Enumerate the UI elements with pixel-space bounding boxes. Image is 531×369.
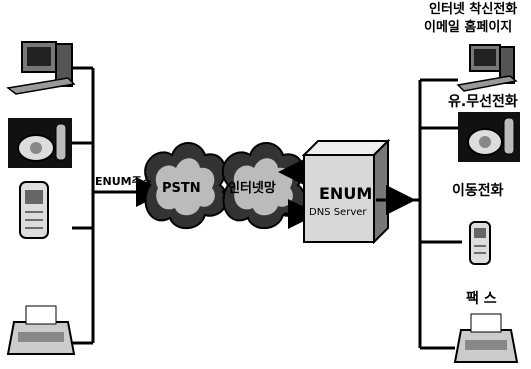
- wired-wireless-phone-label: 유.무선전화: [448, 95, 518, 109]
- fax-machine-icon: [455, 314, 517, 362]
- fax-machine-icon: [8, 306, 74, 354]
- computer-icon: [8, 42, 74, 94]
- internet-network-label: 인터넷망: [228, 182, 276, 195]
- enum-server-title: ENUM: [319, 186, 372, 202]
- enum-address-label: ENUM주소: [95, 176, 152, 187]
- right-network-bus: [420, 80, 462, 348]
- services-label-line2: 이메일 홈페이지: [424, 21, 512, 34]
- computer-icon: [458, 45, 516, 91]
- pstn-label: PSTN: [162, 182, 201, 195]
- desk-phone-icon: [8, 118, 72, 168]
- desk-phone-icon: [458, 112, 520, 162]
- left-network-bus: [72, 68, 93, 343]
- mobile-phone-label: 이동전화: [452, 184, 504, 198]
- mobile-phone-icon: [20, 182, 48, 238]
- mobile-phone-icon: [470, 222, 490, 264]
- enum-server-subtitle: DNS Server: [309, 208, 367, 218]
- services-label-line1: 인터넷 착신전화: [429, 3, 517, 16]
- fax-label: 팩 스: [466, 292, 497, 306]
